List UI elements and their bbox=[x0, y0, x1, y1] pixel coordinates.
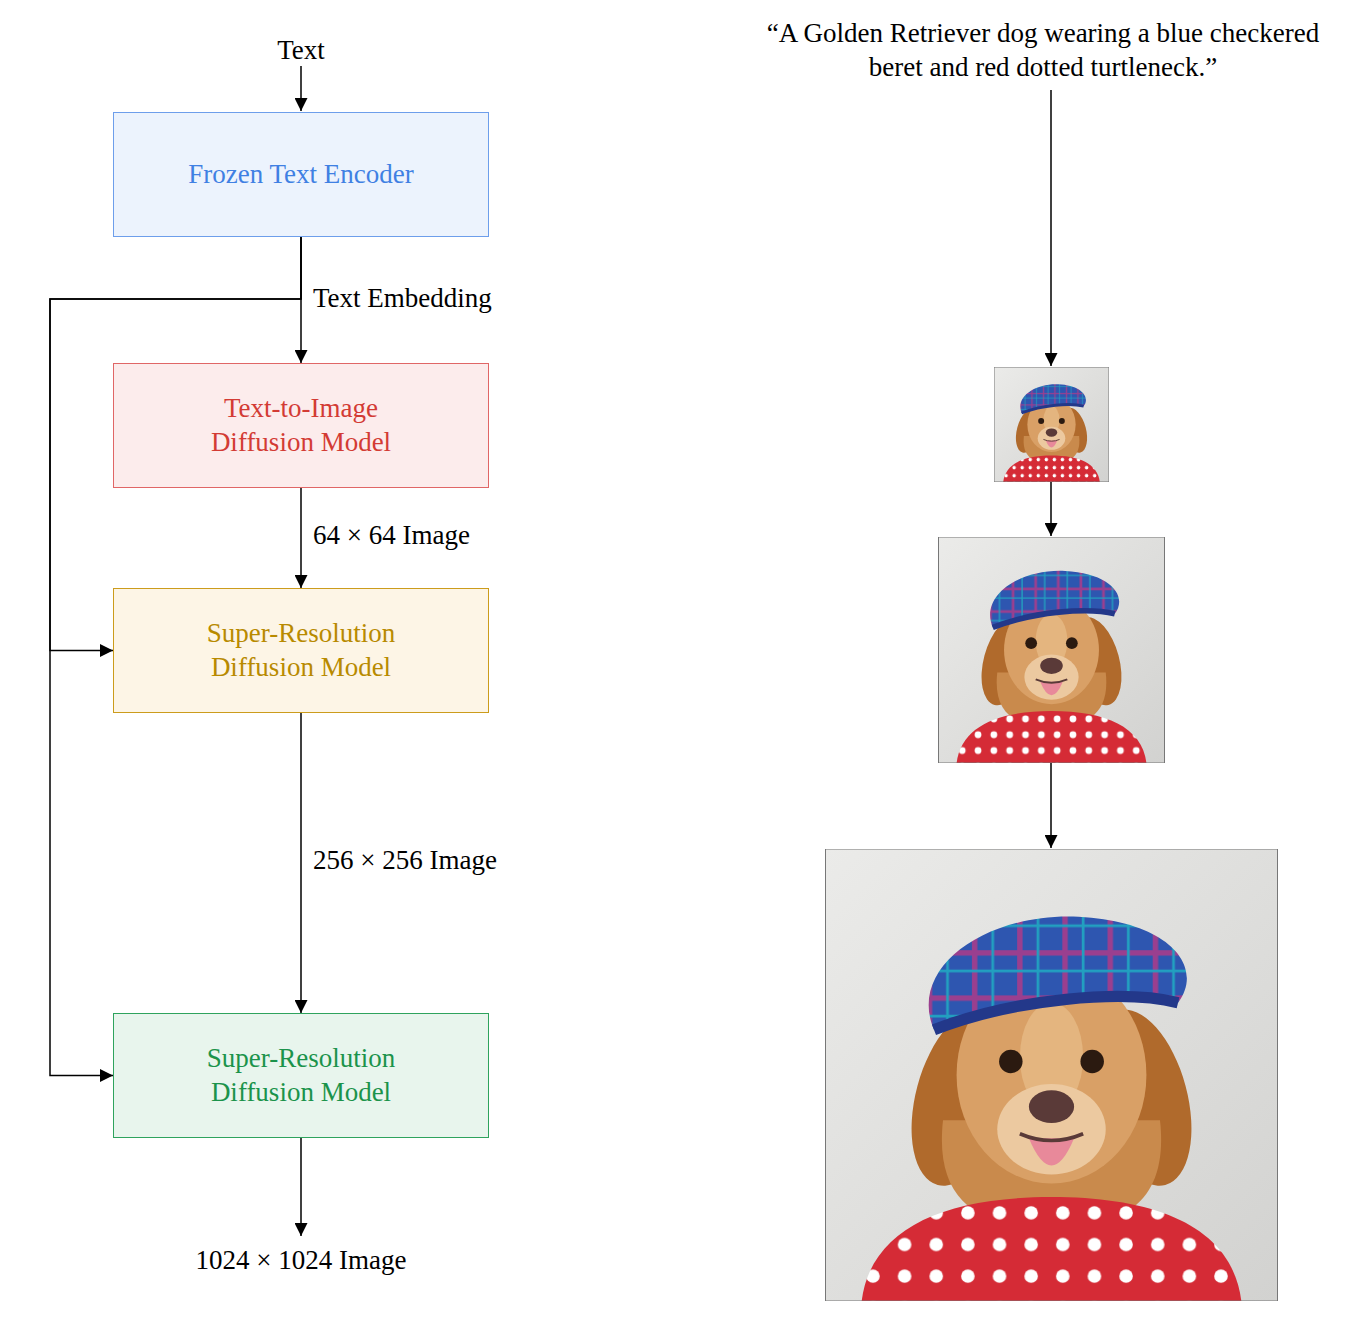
process-box: Text-to-Image Diffusion Model bbox=[113, 363, 489, 488]
box-label: Frozen Text Encoder bbox=[188, 158, 414, 192]
input-arrow bbox=[300, 66, 302, 111]
flow-arrow bbox=[300, 488, 302, 588]
edge-label: 64 × 64 Image bbox=[310, 518, 473, 552]
flow-arrow bbox=[1050, 763, 1052, 848]
process-box: Super-Resolution Diffusion Model bbox=[113, 588, 489, 713]
process-box: Frozen Text Encoder bbox=[113, 112, 489, 237]
flow-arrow bbox=[300, 713, 302, 1013]
flow-arrow bbox=[1050, 90, 1052, 366]
flow-arrow bbox=[1050, 482, 1052, 536]
box-label: Super-Resolution Diffusion Model bbox=[181, 617, 421, 685]
dog-image-small bbox=[994, 367, 1109, 482]
dog-image-medium bbox=[939, 537, 1165, 763]
box-label: Super-Resolution Diffusion Model bbox=[181, 1042, 421, 1110]
box-label: Text-to-Image Diffusion Model bbox=[181, 392, 421, 460]
io-label: Text bbox=[277, 33, 325, 67]
process-box: Super-Resolution Diffusion Model bbox=[113, 1013, 489, 1138]
dog-image-large bbox=[826, 849, 1278, 1301]
io-label: 1024 × 1024 Image bbox=[196, 1243, 407, 1277]
prompt-text: “A Golden Retriever dog wearing a blue c… bbox=[763, 16, 1323, 84]
output-arrow bbox=[300, 1138, 302, 1236]
edge-label: Text Embedding bbox=[310, 281, 495, 315]
edge-label: 256 × 256 Image bbox=[310, 843, 500, 877]
